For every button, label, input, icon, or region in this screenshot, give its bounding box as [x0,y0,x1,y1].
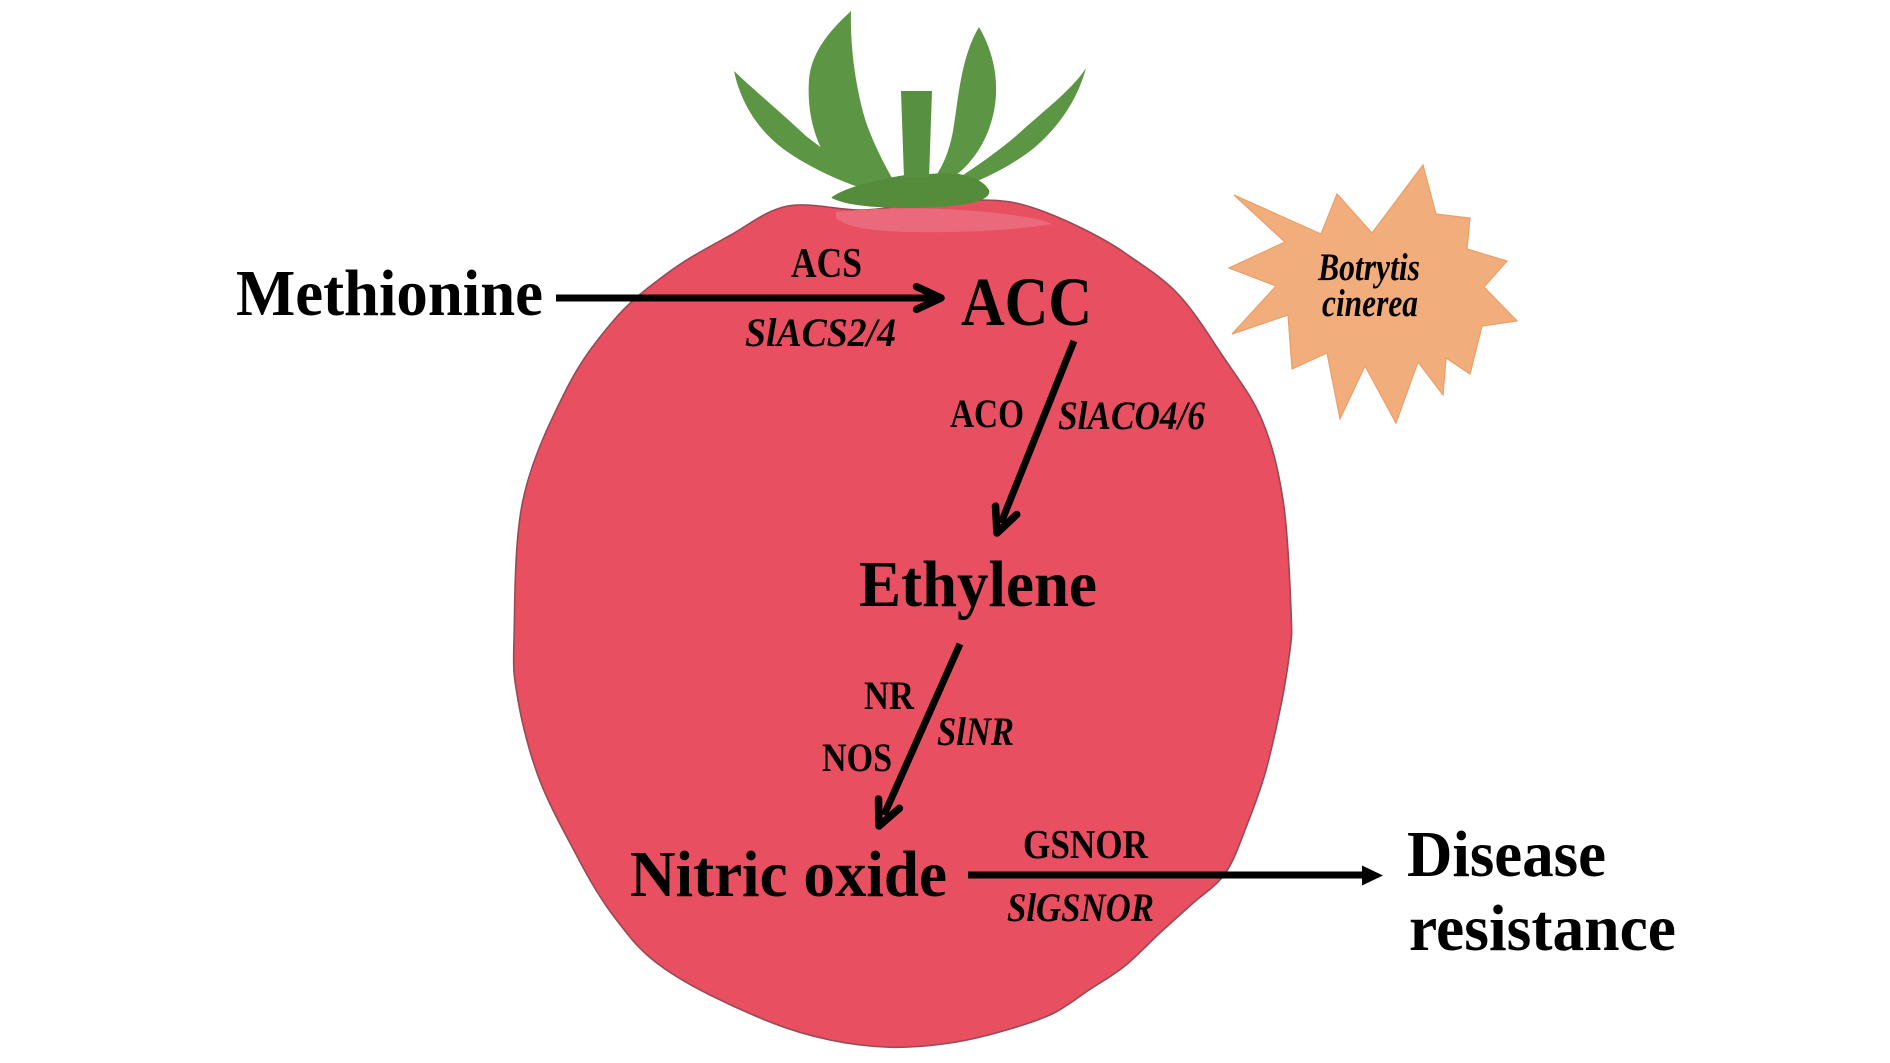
svg-text:ACC: ACC [961,264,1092,340]
svg-text:SlACO4/6: SlACO4/6 [1058,393,1205,438]
svg-text:Ethylene: Ethylene [859,548,1097,621]
svg-text:resistance: resistance [1409,892,1676,965]
svg-text:Disease: Disease [1407,818,1606,891]
svg-text:NOS: NOS [822,735,892,780]
svg-text:SlGSNOR: SlGSNOR [1007,885,1154,930]
svg-text:cinerea: cinerea [1322,282,1418,325]
svg-text:Methionine: Methionine [236,257,543,330]
svg-text:ACS: ACS [791,241,862,287]
svg-text:NR: NR [864,673,915,718]
svg-text:Nitric oxide: Nitric oxide [630,838,947,911]
svg-text:Botrytis: Botrytis [1317,246,1420,289]
svg-text:SlNR: SlNR [937,709,1014,754]
svg-text:ACO: ACO [950,391,1024,436]
svg-text:SlACS2/4: SlACS2/4 [745,310,896,355]
svg-text:GSNOR: GSNOR [1023,821,1148,867]
